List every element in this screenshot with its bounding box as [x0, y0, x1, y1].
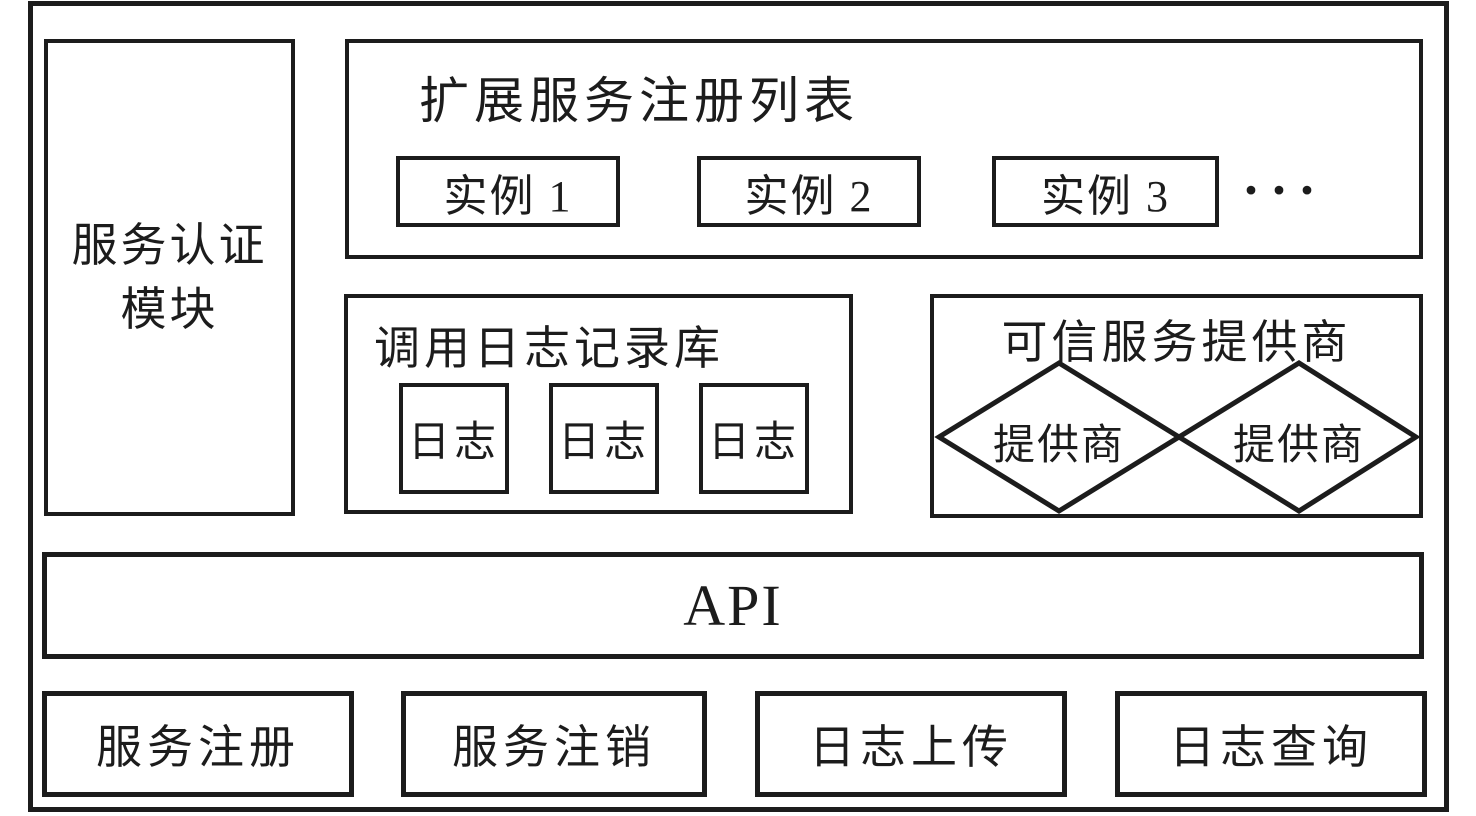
more-instances-ellipsis: ··· [1242, 160, 1327, 220]
operation-service-register-box: 服务注册 [42, 691, 354, 797]
trusted-providers-title: 可信服务提供商 [1001, 317, 1352, 368]
instance-3-box: 实例 3 [992, 156, 1219, 227]
log-entry-3-box: 日志 [699, 383, 809, 494]
call-log-library-title: 调用日志记录库 [374, 323, 724, 374]
service-auth-module-label-line2: 模块 [120, 283, 219, 335]
instance-1-box: 实例 1 [396, 156, 620, 227]
operation-log-query-box: 日志查询 [1115, 691, 1427, 797]
api-bar: API [42, 552, 1424, 659]
provider-diamonds-shape [934, 360, 1419, 514]
operation-service-deregister-box: 服务注销 [401, 691, 707, 797]
extended-service-registry-box: 扩展服务注册列表 实例 1 实例 2 实例 3 ··· [345, 39, 1423, 259]
call-log-library-box: 调用日志记录库 日志 日志 日志 [344, 294, 853, 514]
log-entry-2-box: 日志 [549, 383, 659, 494]
operation-log-upload-box: 日志上传 [755, 691, 1067, 797]
log-entry-1-box: 日志 [399, 383, 509, 494]
provider-2-label: 提供商 [1232, 423, 1365, 469]
provider-1-label: 提供商 [992, 423, 1125, 469]
instance-2-box: 实例 2 [697, 156, 921, 227]
trusted-providers-box: 可信服务提供商 提供商 提供商 [930, 294, 1423, 518]
service-auth-module-label-line1: 服务认证 [71, 219, 268, 271]
registry-title: 扩展服务注册列表 [419, 73, 859, 129]
service-auth-module-box: 服务认证 模块 [44, 39, 295, 516]
